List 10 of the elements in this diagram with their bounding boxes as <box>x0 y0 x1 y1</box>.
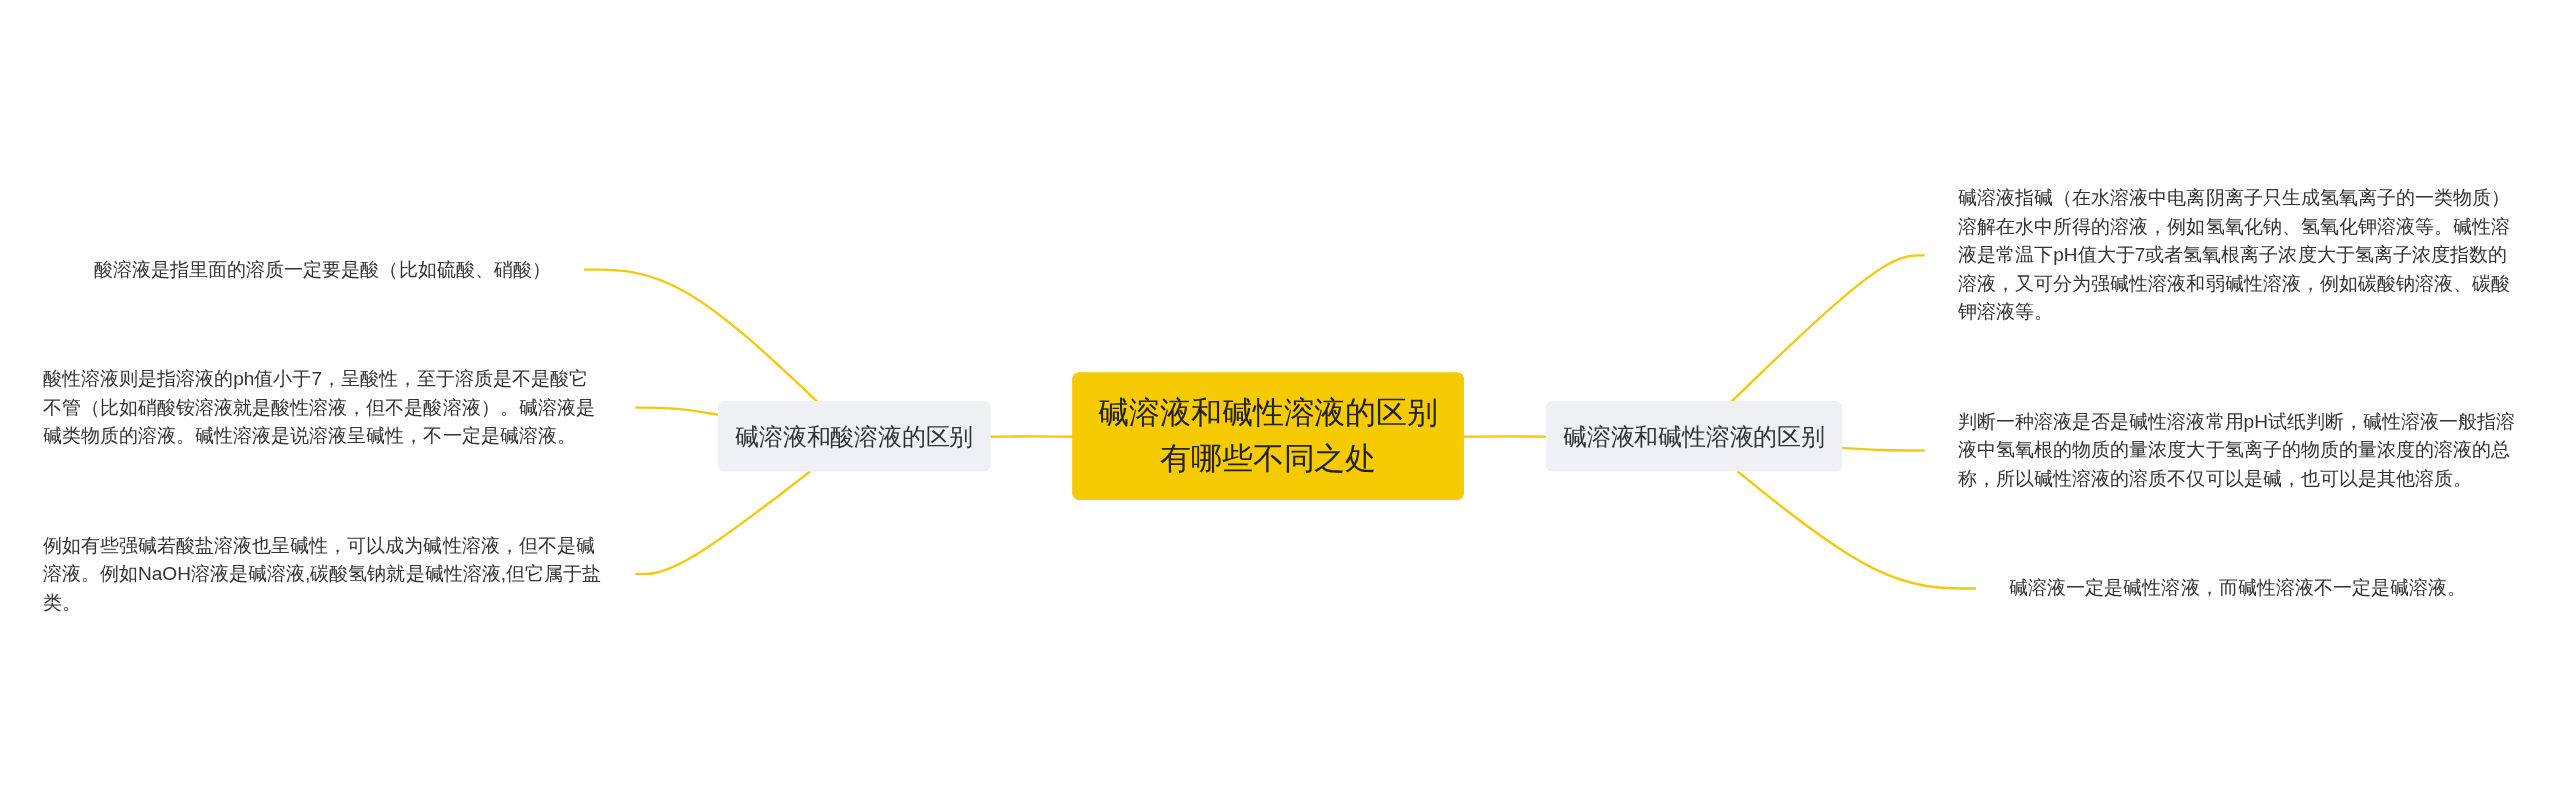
node-text: 碱溶液指碱（在水溶液中电离阴离子只生成氢氧离子的一类物质）溶解在水中所得的溶液，例如氢氧化钠、氢氧化钾溶液等。碱性溶液是常温下pH值大于7或者氢氧根离子浓度大于氢离子浓度指数的溶液，又可分为强碱性溶液和弱碱性溶液，例如碳酸钠溶液、碳酸钾溶液等。 <box>1958 187 2511 322</box>
node-text: 酸性溶液则是指溶液的ph值小于7，呈酸性，至于溶质是不是酸它不管（比如硝酸铵溶液就是酸性溶液，但不是酸溶液）。碱溶液是碱类物质的溶液。碱性溶液是说溶液呈碱性，不一定是碱溶液。 <box>42 368 595 446</box>
node-text: 碱溶液一定是碱性溶液，而碱性溶液不一定是碱溶液。 <box>2009 577 2467 598</box>
connector <box>1842 446 1925 452</box>
connector <box>635 470 812 576</box>
connector <box>990 435 1074 438</box>
node-text: 判断一种溶液是否是碱性溶液常用pH试纸判断，碱性溶液一般指溶液中氢氧根的物质的量浓度大于氢离子的物质的量浓度的溶液的总称，所以碱性溶液的溶质不仅可以是碱，也可以是其他溶质。 <box>1958 411 2516 489</box>
connector <box>1736 470 1976 590</box>
node-text: 酸溶液是指里面的溶质一定要是酸（比如硫酸、硝酸） <box>93 258 551 280</box>
node-text: 例如有些强碱若酸盐溶液也呈碱性，可以成为碱性溶液，但不是碱溶液。例如NaOH溶液是碱溶液,碳酸氢钠就是碱性溶液,但它属于盐类。 <box>42 534 602 613</box>
